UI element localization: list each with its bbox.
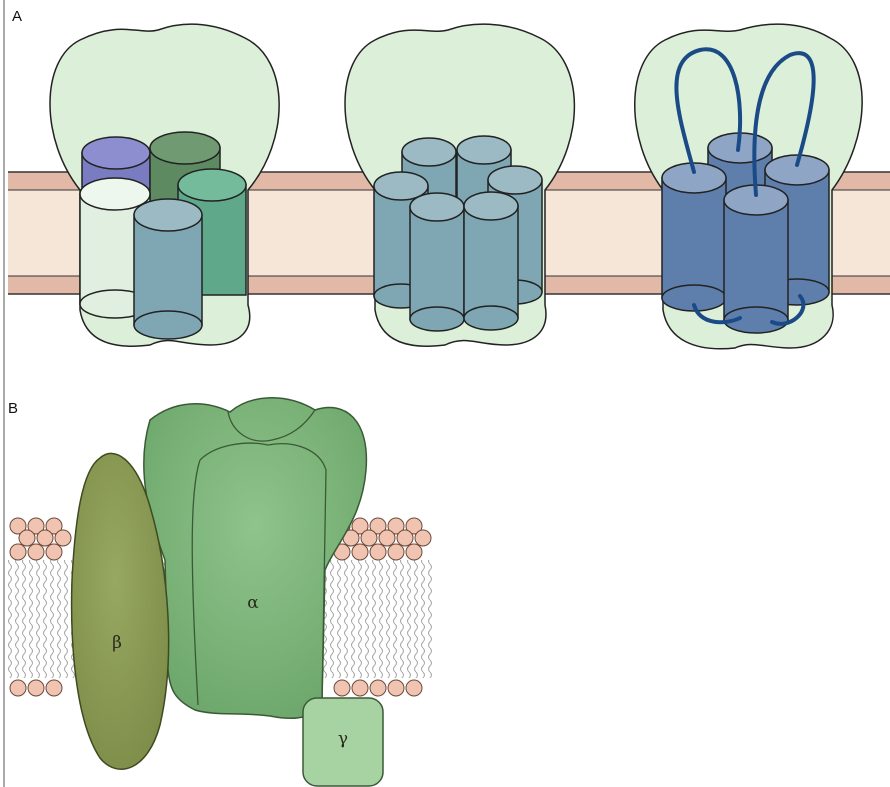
helix-cylinder — [724, 185, 788, 333]
helix-cylinder — [464, 192, 518, 330]
lipid-head — [361, 530, 377, 546]
gamma-subunit: γ — [303, 698, 383, 786]
panel-a — [8, 24, 890, 349]
lipid-head — [334, 680, 350, 696]
helix-cylinder — [410, 193, 464, 331]
lipid-head — [10, 680, 26, 696]
lipid-head — [352, 544, 368, 560]
lipid-head — [46, 680, 62, 696]
lipid-head — [406, 680, 422, 696]
lipid-head — [388, 680, 404, 696]
lipid-head — [370, 544, 386, 560]
lipid-head — [28, 680, 44, 696]
lipid-head — [415, 530, 431, 546]
lipid-head — [379, 530, 395, 546]
alpha-label: α — [247, 593, 259, 613]
helix-cylinder — [134, 199, 202, 339]
lipid-head — [388, 544, 404, 560]
lipid-head — [55, 530, 71, 546]
lipid-head — [406, 544, 422, 560]
panel-b: α γ β — [8, 398, 434, 786]
lipid-head — [352, 680, 368, 696]
lipid-head — [37, 530, 53, 546]
gamma-label: γ — [338, 729, 348, 749]
channel-homomeric — [345, 24, 574, 346]
channel-with-loops — [635, 24, 862, 349]
lipid-head — [28, 544, 44, 560]
lipid-head — [370, 680, 386, 696]
lipid-head — [46, 544, 62, 560]
lipid-head — [19, 530, 35, 546]
channel-heteromeric — [50, 24, 279, 346]
helix-cylinder — [662, 163, 726, 311]
beta-label: β — [112, 633, 122, 653]
lipid-head — [10, 544, 26, 560]
lipid-head — [397, 530, 413, 546]
